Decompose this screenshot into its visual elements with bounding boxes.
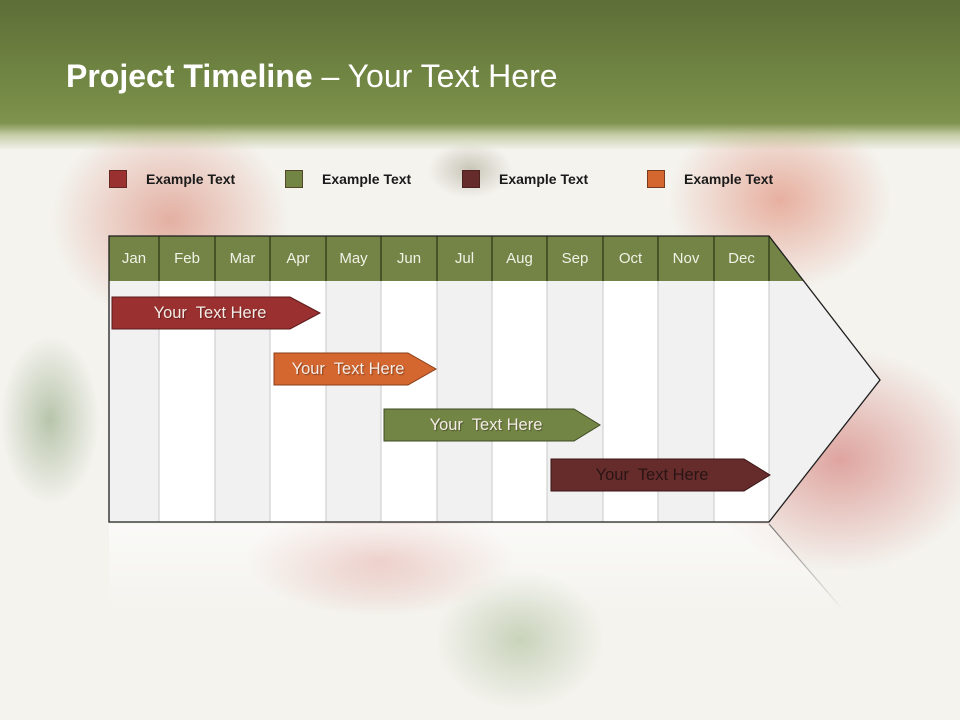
legend-label: Example Text	[322, 171, 412, 187]
legend-label: Example Text	[146, 171, 236, 187]
month-jul: Jul	[454, 250, 475, 267]
month-may: May	[339, 250, 368, 267]
legend-item-4: Example Text	[647, 170, 773, 188]
month-jan: Jan	[121, 250, 147, 267]
legend-item-3: Example Text	[462, 170, 588, 188]
timeline-bar-4	[550, 458, 771, 492]
timeline-bar-1	[111, 296, 322, 330]
bar-label-1: Your Text Here	[153, 304, 267, 322]
timeline-bar-3	[383, 408, 601, 442]
month-feb: Feb	[174, 250, 200, 267]
month-jun: Jun	[396, 250, 422, 267]
month-header-band	[109, 236, 804, 281]
legend-swatch-orange	[647, 170, 665, 188]
legend-swatch-maroon	[462, 170, 480, 188]
legend-item-2: Example Text	[285, 170, 411, 188]
legend-label: Example Text	[499, 171, 589, 187]
bar-label-4: Your Text Here	[595, 466, 709, 484]
month-sep: Sep	[561, 250, 589, 267]
header-band	[0, 0, 960, 150]
timeline-reflection	[109, 524, 843, 610]
legend-item-1: Example Text	[109, 170, 235, 188]
title-bold: Project Timeline	[66, 58, 313, 94]
title-rest: – Your Text Here	[312, 58, 558, 94]
bar-label-3: Your Text Here	[429, 416, 543, 434]
legend-swatch-green	[285, 170, 303, 188]
legend-label: Example Text	[684, 171, 774, 187]
month-apr: Apr	[286, 250, 310, 267]
bar-label-2: Your Text Here	[291, 360, 405, 378]
page-title: Project Timeline – Your Text Here	[66, 58, 558, 95]
month-dec: Dec	[728, 250, 755, 267]
month-nov: Nov	[672, 250, 700, 267]
timeline-bar-2	[273, 352, 438, 386]
month-aug: Aug	[506, 250, 533, 267]
month-oct: Oct	[618, 250, 643, 267]
month-mar: Mar	[229, 250, 256, 267]
legend-swatch-red	[109, 170, 127, 188]
